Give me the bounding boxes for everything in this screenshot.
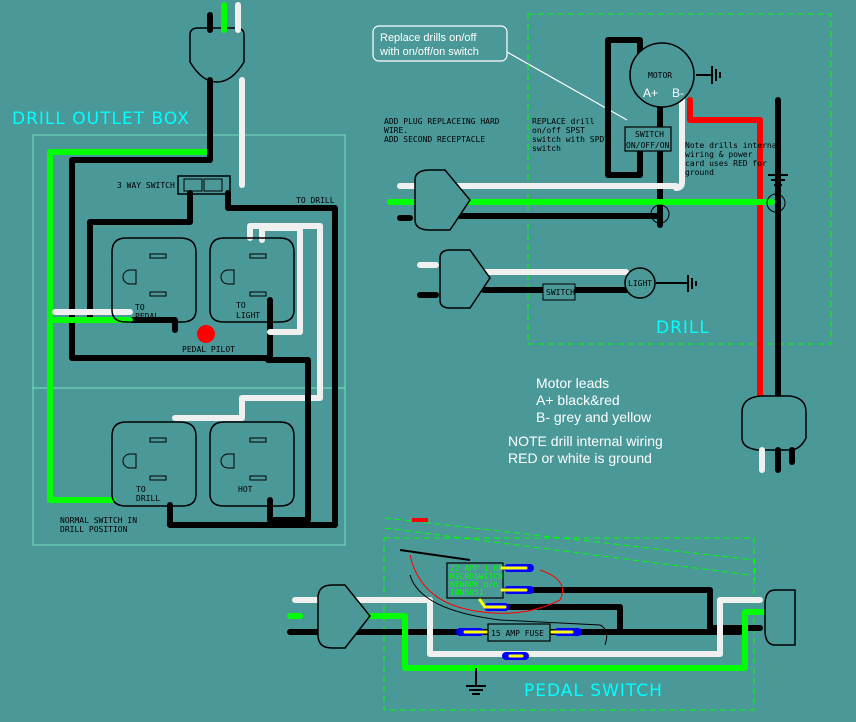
svg-text:10N5051: 10N5051 (450, 588, 484, 597)
svg-text:ground: ground (685, 168, 714, 177)
svg-text:15 AMP FUSE: 15 AMP FUSE (491, 629, 544, 638)
motor-notes: Motor leads A+ black&red B- grey and yel… (508, 375, 663, 466)
pedal-ground-icon (466, 668, 486, 695)
outlet-box-border (32, 134, 346, 546)
svg-text:Note drills internal: Note drills internal (685, 141, 782, 150)
svg-text:SWITCH: SWITCH (546, 288, 575, 297)
svg-text:Motor leads: Motor leads (536, 375, 609, 391)
drill-section: DRILL REPLACE drill on/off SPST switch w… (387, 13, 832, 473)
callout-replace-switch: Replace drills on/off with on/off/on swi… (372, 25, 628, 121)
ground-icon (696, 66, 721, 84)
drill-border (527, 13, 832, 345)
pedal-pilot-light (197, 325, 215, 343)
svg-text:A+: A+ (643, 86, 658, 100)
svg-text:ADD PLUG REPLACEING HARD: ADD PLUG REPLACEING HARD (384, 117, 500, 126)
svg-text:with on/off/on switch: with on/off/on switch (379, 46, 479, 58)
fuse-box (487, 623, 551, 642)
pedal-border (383, 537, 755, 711)
svg-text:ON/OFF/ON: ON/OFF/ON (626, 141, 670, 150)
svg-text:DRILL: DRILL (136, 494, 160, 503)
svg-text:PEDAL: PEDAL (135, 312, 159, 321)
svg-text:LIGHT: LIGHT (628, 279, 652, 288)
svg-text:RED or white is ground: RED or white is ground (508, 450, 652, 466)
svg-text:card uses RED for: card uses RED for (685, 159, 767, 168)
svg-text:A+ black&red: A+ black&red (536, 392, 620, 408)
three-way-switch (177, 175, 231, 195)
to-drill-label: TO DRILL (296, 196, 335, 205)
svg-text:switch with SPDT: switch with SPDT (532, 135, 609, 144)
pedal-title: PEDAL SWITCH (524, 681, 663, 701)
svg-text:LIGHT: LIGHT (236, 311, 260, 320)
normal-switch-note: NORMAL SWITCH IN (60, 516, 137, 525)
svg-text:MICROSWITCH: MICROSWITCH (450, 572, 503, 581)
svg-text:B-: B- (672, 86, 684, 100)
light-switch-box (542, 283, 576, 301)
svg-text:22 AMP 1 HP: 22 AMP 1 HP (450, 564, 503, 573)
drill-switch-box (624, 126, 672, 152)
svg-text:wiring & power: wiring & power (685, 150, 753, 159)
motor-icon (629, 42, 695, 108)
svg-text:REPLACE drill: REPLACE drill (532, 117, 595, 126)
plug-note: ADD PLUG REPLACEING HARD WIRE. ADD SECON… (384, 117, 500, 144)
microswitch-box (446, 562, 504, 599)
drill-outlet-box: DRILL OUTLET BOX 3 WAY SWITCH TO DRILL T… (12, 2, 346, 546)
light-plug (439, 249, 491, 309)
light-icon (624, 267, 656, 299)
plug-top (189, 27, 245, 83)
svg-text:TO: TO (236, 301, 246, 310)
drill-plug (414, 169, 471, 231)
svg-text:on/off SPST: on/off SPST (532, 126, 585, 135)
svg-text:SWITCH: SWITCH (635, 130, 664, 139)
receptacle-hot: HOT (209, 421, 295, 507)
wire-nuts (456, 564, 582, 660)
svg-text:DRILL POSITION: DRILL POSITION (60, 525, 128, 534)
pedal-switch-section: PEDAL SWITCH 22 AMP 1 HP MICROSWITCH NEW… (287, 517, 796, 711)
svg-text:switch: switch (532, 144, 561, 153)
svg-text:HOT: HOT (238, 485, 253, 494)
svg-text:B- grey and yellow: B- grey and yellow (536, 409, 652, 425)
svg-text:TO: TO (136, 485, 146, 494)
svg-text:Replace drills on/off: Replace drills on/off (380, 32, 477, 44)
three-way-switch-label: 3 WAY SWITCH (117, 181, 175, 190)
pedal-plug (317, 584, 371, 649)
outlet-box-title: DRILL OUTLET BOX (12, 109, 190, 129)
svg-text:NEWARK p/n: NEWARK p/n (450, 580, 498, 589)
svg-text:ADD SECOND RECEPTACLE: ADD SECOND RECEPTACLE (384, 135, 485, 144)
pedal-pilot-label: PEDAL PILOT (182, 345, 235, 354)
drill-title: DRILL (656, 318, 710, 338)
svg-text:MOTOR: MOTOR (648, 71, 672, 80)
drill-cord-plug (741, 395, 807, 451)
pedal-receptacle (764, 589, 796, 646)
svg-text:WIRE.: WIRE. (384, 126, 408, 135)
svg-text:TO: TO (135, 303, 145, 312)
svg-text:NOTE drill internal wiring: NOTE drill internal wiring (508, 433, 663, 449)
